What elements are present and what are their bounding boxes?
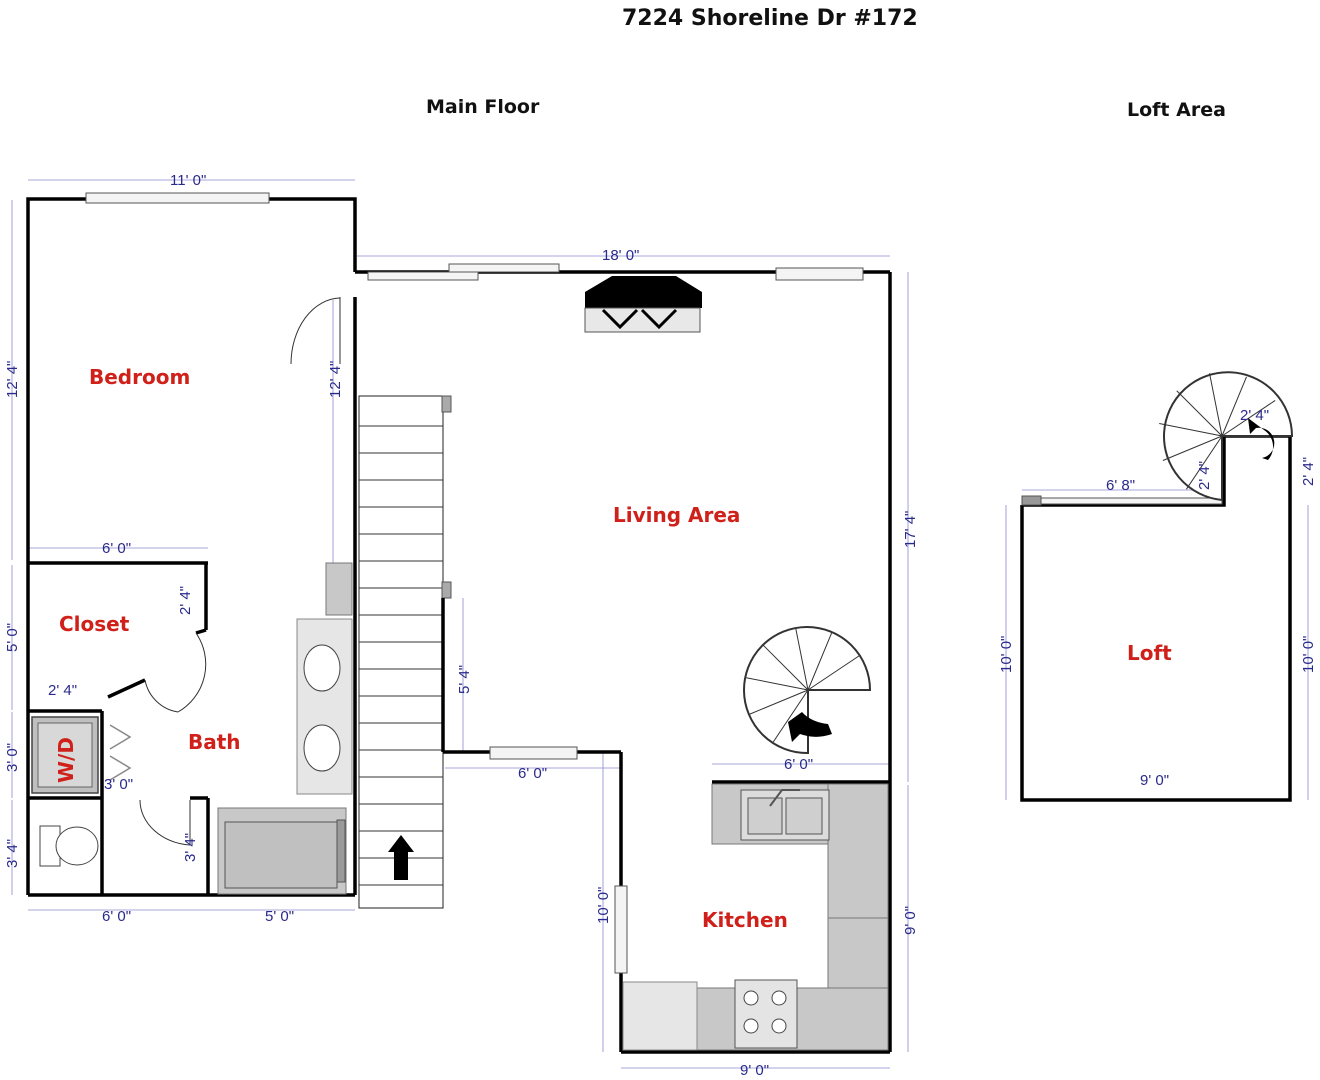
dim-kitchen-height-left: 10' 0" (595, 887, 612, 924)
main-floor-title: Main Floor (426, 96, 540, 118)
spiral-step (1162, 435, 1223, 461)
dimension-labels: 11' 0" 12' 4" 12' 4" 6' 0" 5' 0" 2' 4" 2… (4, 172, 1317, 1079)
dim-bedroom-width: 11' 0" (170, 172, 206, 189)
washer-dryer: W/D (31, 716, 99, 794)
spiral-step (1186, 435, 1223, 490)
room-bedroom: Bedroom (89, 365, 190, 389)
room-closet: Closet (59, 612, 130, 636)
dim-closet-height: 5' 0" (4, 623, 21, 652)
address-title: 7224 Shoreline Dr #172 (622, 6, 918, 31)
bifold-door (109, 724, 132, 781)
closet-door (144, 632, 207, 713)
loft-spiral-staircase (1159, 371, 1294, 502)
dim-bottom-right: 5' 0" (265, 908, 294, 925)
room-labels: Bedroom Closet Bath Living Area Kitchen … (59, 365, 1172, 932)
loft-walls (1020, 434, 1292, 802)
dim-loft-bottom: 9' 0" (1140, 772, 1169, 789)
spiral-step (807, 654, 861, 691)
dim-loft-right: 10' 0" (1300, 636, 1317, 673)
spiral-step (746, 677, 809, 691)
room-living-area: Living Area (613, 503, 740, 527)
dim-loft-stair-top: 2' 4" (1240, 407, 1269, 424)
dim-wd-height: 3' 0" (4, 743, 21, 772)
spiral-arrow (788, 712, 832, 742)
dim-loft-left: 10' 0" (998, 636, 1015, 673)
dim-closet-door: 2' 4" (177, 586, 194, 615)
spiral-step (772, 689, 809, 743)
kitchen-window (489, 746, 578, 760)
dim-living-width: 18' 0" (602, 247, 639, 264)
dim-living-bottom: 6' 0" (518, 765, 547, 782)
spiral-step (1209, 373, 1223, 437)
dim-loft-right-top: 2' 4" (1300, 457, 1317, 486)
loft-spiral-arrow (1248, 418, 1275, 460)
dim-bedroom-partition: 6' 0" (102, 540, 131, 557)
dim-wd-width: 2' 4" (48, 682, 77, 699)
bedroom-window (85, 192, 270, 204)
dim-loft-top: 6' 8" (1106, 477, 1135, 494)
dim-kitchen-counter: 6' 0" (784, 756, 813, 773)
living-window-1 (367, 271, 479, 281)
spiral-staircase (743, 626, 872, 755)
stairs-up-arrow (388, 835, 414, 880)
toilet-door (139, 799, 191, 846)
room-bath: Bath (188, 730, 241, 754)
room-loft: Loft (1127, 641, 1172, 665)
spiral-step (1221, 376, 1247, 437)
kitchen-side-window (614, 885, 628, 974)
fireplace (584, 276, 702, 333)
spiral-step (795, 628, 809, 691)
loft-area-title: Loft Area (1127, 99, 1226, 121)
dim-living-height: 17' 4" (902, 511, 919, 548)
spiral-step (763, 645, 809, 691)
spiral-step (749, 689, 809, 715)
dim-bedroom-height-right: 12' 4" (327, 361, 344, 398)
loft-railing (1021, 497, 1223, 505)
toilet (39, 825, 99, 867)
spiral-step (807, 631, 833, 691)
vanity (296, 562, 353, 795)
staircase (358, 395, 452, 909)
dim-toilet-height-left: 3' 4" (4, 839, 21, 868)
dim-living-inner: 5' 4" (456, 665, 473, 694)
bedroom-door (290, 297, 341, 365)
dim-kitchen-height-right: 9' 0" (902, 906, 919, 935)
spiral-step (1159, 423, 1223, 437)
dim-bedroom-height-left: 12' 4" (4, 361, 21, 398)
living-window-3 (775, 267, 864, 281)
dim-bottom-left: 6' 0" (102, 908, 131, 925)
dim-toilet-height-right: 3' 4" (182, 833, 199, 862)
dim-kitchen-width: 9' 0" (740, 1062, 769, 1079)
washer-dryer-label: W/D (54, 737, 78, 783)
spiral-step (1221, 400, 1276, 437)
living-window-2 (448, 263, 560, 273)
dim-bath-partition: 3' 0" (104, 776, 133, 793)
room-kitchen: Kitchen (702, 908, 788, 932)
kitchen-counters (622, 783, 889, 1051)
dimension-lines (11, 179, 1309, 1069)
spiral-step (1176, 390, 1223, 437)
dim-loft-stair-side: 2' 4" (1196, 461, 1213, 490)
bathtub (217, 807, 347, 895)
